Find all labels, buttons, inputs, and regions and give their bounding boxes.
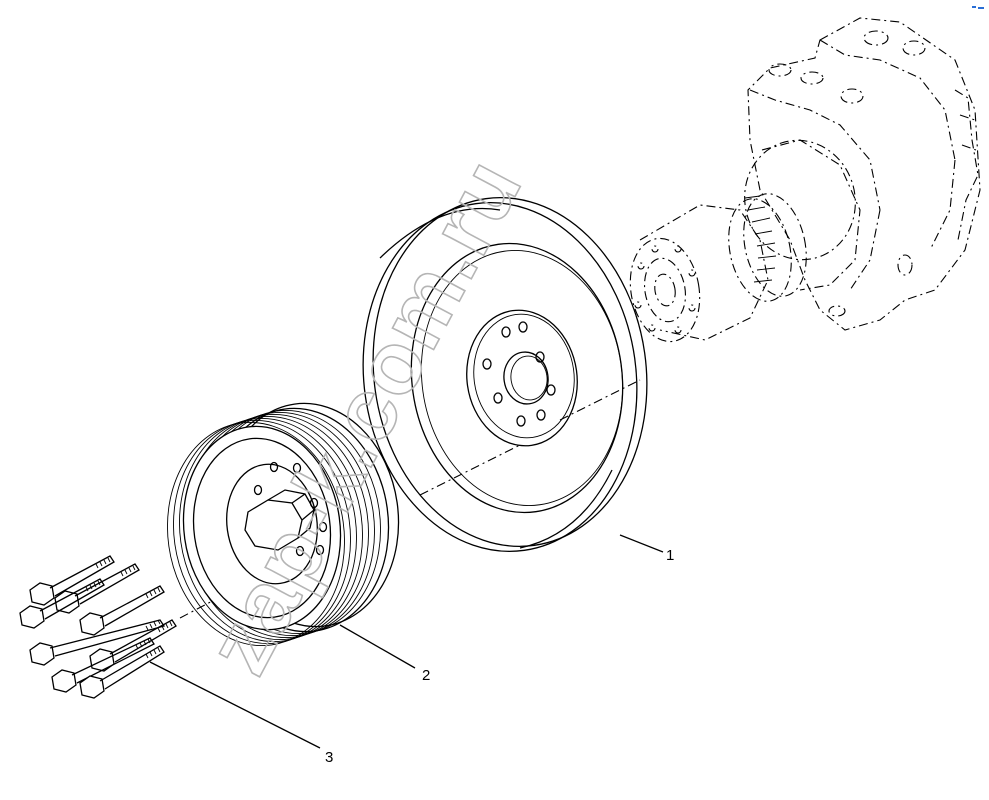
bolt — [29, 555, 115, 606]
bolt — [51, 637, 155, 693]
bolt-set — [19, 555, 177, 699]
bolt — [79, 585, 165, 636]
center-hex-bolt — [244, 489, 315, 551]
vibration-damper — [362, 197, 648, 552]
bolt — [19, 578, 105, 629]
callout-number-3: 3 — [325, 749, 333, 766]
bolt — [29, 619, 166, 666]
callout-number-2: 2 — [422, 667, 430, 684]
corner-logo-icon — [972, 6, 984, 9]
center-axis-line — [179, 379, 641, 619]
bolt — [79, 645, 165, 699]
callout-number-1: 1 — [666, 547, 674, 564]
belt-pulley — [167, 402, 400, 647]
damper-bolt-holes — [482, 321, 556, 427]
crank-flange-holes — [634, 245, 696, 334]
bolt — [54, 563, 140, 614]
leader-lines — [149, 534, 664, 749]
crankshaft — [629, 17, 981, 343]
crank-gear — [728, 193, 807, 302]
